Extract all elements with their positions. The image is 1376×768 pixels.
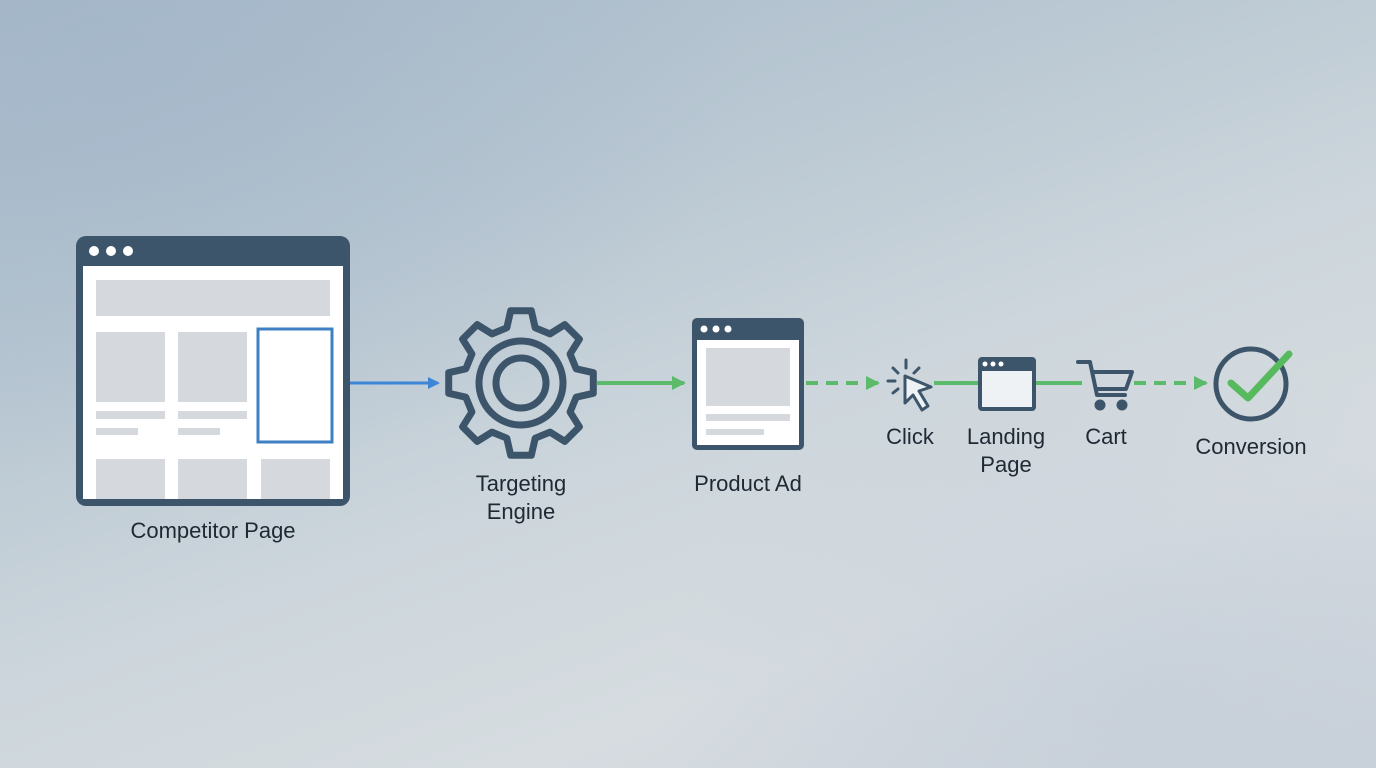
click-label: Click	[886, 424, 934, 449]
product-ad-label: Product Ad	[694, 471, 802, 496]
targeting-engine-label: Targeting Engine	[440, 470, 602, 526]
targeting-engine-label-line2: Engine	[486, 499, 556, 524]
gear-icon	[445, 307, 597, 459]
landing-page-label: Landing Page	[956, 423, 1056, 479]
cart-label: Cart	[1085, 424, 1127, 449]
browser-window-icon	[978, 357, 1036, 411]
checkmark-circle-icon	[1213, 346, 1293, 422]
competitor-page-icon	[76, 236, 350, 506]
conversion-label: Conversion	[1195, 434, 1307, 459]
competitor-page-label: Competitor Page	[130, 518, 296, 543]
ad-window-icon	[692, 318, 804, 450]
shopping-cart-icon	[1076, 360, 1134, 411]
cursor-click-icon	[886, 358, 933, 412]
targeting-engine-label-line1: Targeting	[475, 471, 567, 496]
landing-page-label-line2: Page	[980, 452, 1032, 477]
landing-page-label-line1: Landing	[966, 424, 1046, 449]
